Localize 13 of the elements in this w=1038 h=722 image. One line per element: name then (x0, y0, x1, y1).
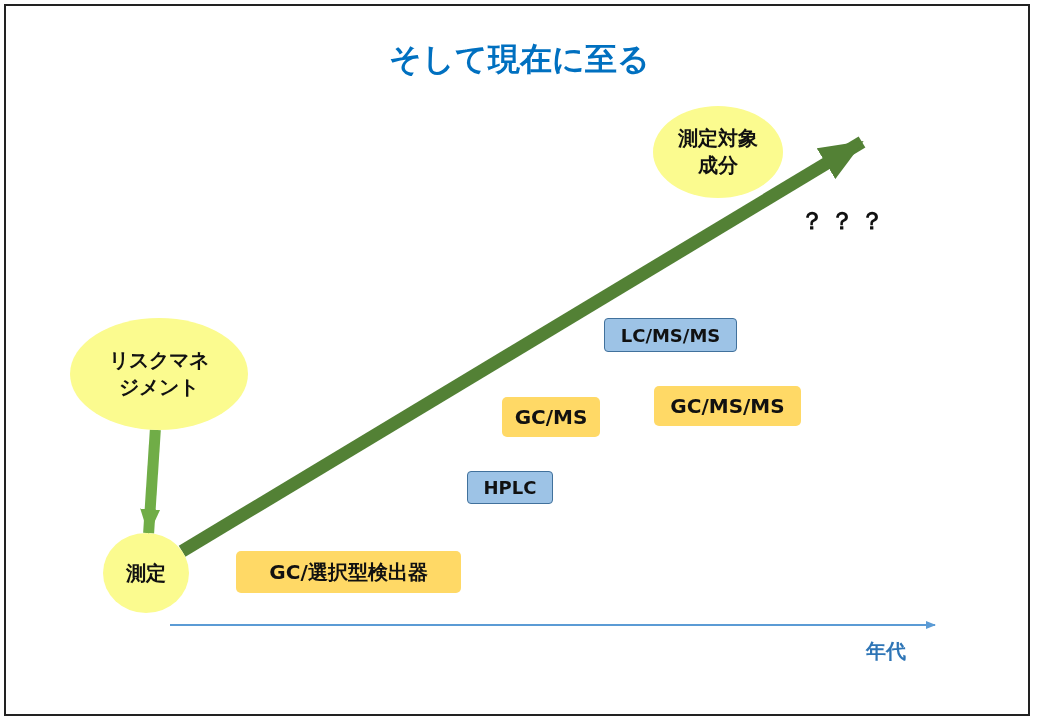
ellipse-node: 測定 (103, 533, 189, 613)
method-box: GC/MS (502, 397, 600, 437)
ellipse-node: 測定対象成分 (653, 106, 783, 198)
arrow (178, 136, 866, 557)
arrow (140, 429, 161, 536)
axis-label: 年代 (866, 638, 906, 665)
title: そして現在に至る (388, 40, 650, 78)
method-box: LC/MS/MS (604, 318, 737, 352)
ellipse-node: リスクマネジメント (70, 318, 248, 430)
method-box: HPLC (467, 471, 553, 504)
method-box: GC/選択型検出器 (236, 551, 461, 593)
question-marks: ？？？ (800, 206, 890, 237)
method-box: GC/MS/MS (654, 386, 801, 426)
